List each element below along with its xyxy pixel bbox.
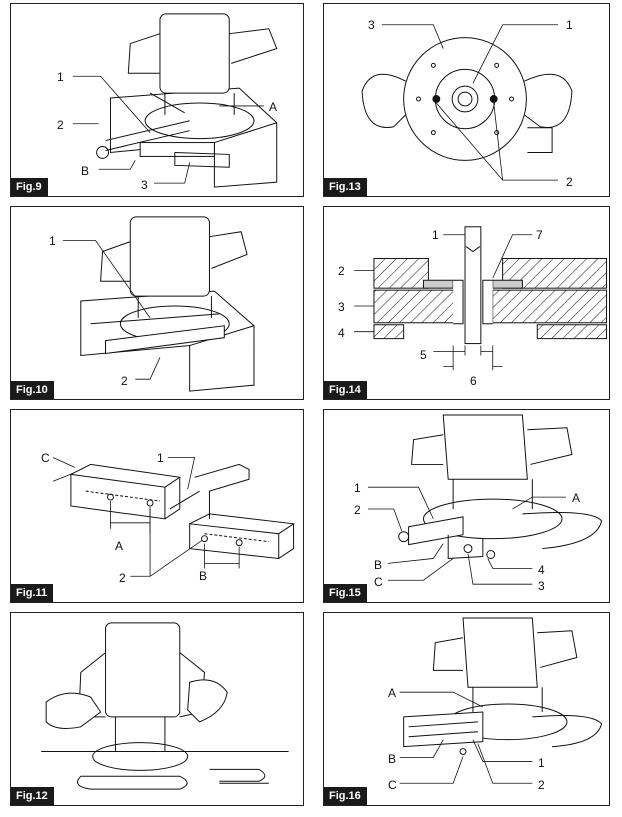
callout-label: B [199, 569, 208, 583]
callout-label: 2 [57, 118, 64, 132]
callout-label: 3 [368, 18, 375, 32]
callout-label: 5 [420, 348, 427, 362]
router-operation-illustration [41, 622, 289, 790]
figure-panel-fig14: 1 7 2 3 4 5 6 Fig.14 [323, 206, 610, 400]
figure-panel-fig10: 1 2 Fig.10 [10, 206, 304, 400]
callout-label: 2 [538, 778, 545, 792]
trimmer-guide-adjust-illustration [399, 617, 603, 784]
callout-label: B [81, 164, 90, 178]
router-edge-guide-illustration [62, 216, 255, 392]
callout-label: 1 [49, 234, 56, 248]
callout-label: 2 [119, 571, 126, 585]
callout-label: C [388, 778, 397, 792]
router-base-plate-illustration [361, 24, 573, 181]
router-straight-guide-illustration [72, 13, 278, 188]
callout-label: 1 [57, 70, 64, 84]
guide-facing-illustration [52, 457, 295, 577]
callout-label: 4 [538, 563, 545, 577]
callout-label: 3 [538, 579, 545, 593]
callout-label: C [41, 451, 50, 465]
callout-label: 2 [354, 503, 361, 517]
figure-tag: Fig.12 [11, 787, 54, 805]
figure-tag: Fig.16 [324, 787, 367, 805]
callout-label: 1 [432, 228, 439, 242]
callout-label: A [115, 539, 124, 553]
figure-panel-fig12: Fig.12 [10, 612, 304, 806]
callout-label: 1 [354, 481, 361, 495]
template-guide-cross-section [354, 226, 608, 371]
figure-panel-fig9: 1 2 A B 3 Fig.9 [10, 3, 304, 197]
figure-tag: Fig.14 [324, 381, 367, 399]
callout-label: 3 [338, 300, 345, 314]
callout-label: 1 [157, 451, 164, 465]
callout-label: C [374, 575, 383, 589]
figure-tag: Fig.11 [11, 584, 54, 602]
callout-label: 1 [538, 756, 545, 770]
trimmer-guide-illustration [368, 414, 603, 585]
figure-tag: Fig.15 [324, 584, 367, 602]
callout-label: 6 [470, 374, 477, 388]
callout-label: A [269, 100, 278, 114]
figure-panel-fig13: 3 1 2 Fig.13 [323, 3, 610, 197]
callout-label: B [374, 558, 383, 572]
callout-label: A [572, 491, 581, 505]
callout-label: 3 [141, 178, 148, 192]
callout-label: 2 [338, 264, 345, 278]
callout-label: 7 [536, 228, 543, 242]
figure-tag: Fig.10 [11, 381, 54, 399]
callout-label: 1 [566, 18, 573, 32]
callout-label: 2 [566, 175, 573, 189]
callout-label: 2 [121, 374, 128, 388]
figure-panel-fig16: A B 1 C 2 Fig.16 [323, 612, 610, 806]
callout-label: A [388, 686, 397, 700]
callout-label: 4 [338, 326, 345, 340]
figure-tag: Fig.13 [324, 178, 367, 196]
figure-panel-fig11: C 1 A 2 B Fig.11 [10, 409, 304, 603]
callout-label: B [388, 752, 397, 766]
figure-panel-fig15: 1 2 A B 4 C 3 Fig.15 [323, 409, 610, 603]
figure-tag: Fig.9 [11, 178, 48, 196]
